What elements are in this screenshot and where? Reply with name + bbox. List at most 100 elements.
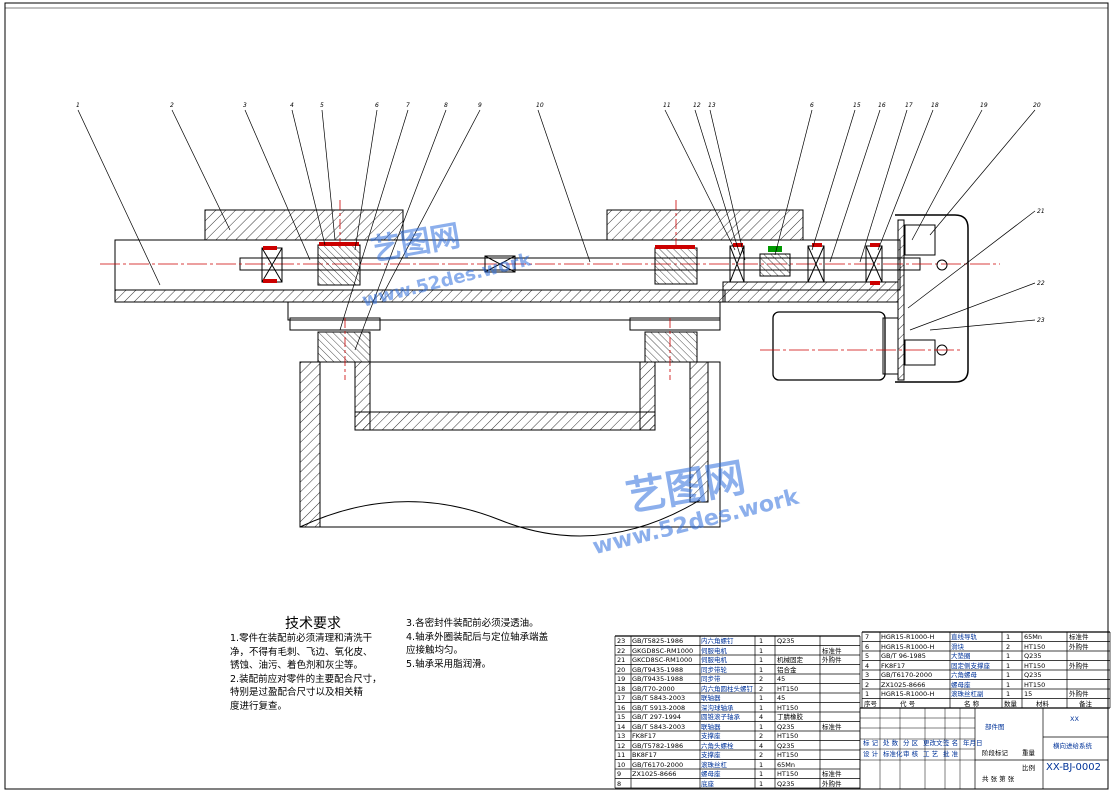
bom-cell: 1	[759, 646, 764, 655]
bom-cell: 机械固定	[777, 656, 803, 664]
bom-cell: 备注	[1079, 699, 1092, 708]
tech-requirements-title: 技术要求	[285, 616, 341, 632]
callout-number: 10	[536, 102, 544, 109]
bom-cell: GB/T 297-1994	[632, 713, 682, 721]
bom-cell: 45	[777, 675, 786, 683]
bom-cell: 2	[865, 680, 870, 689]
bom-cell: 标准件	[1069, 633, 1089, 641]
bom-cell: 滑块	[951, 642, 964, 651]
bom-cell: 名 称	[964, 699, 980, 708]
bom-cell: 批 准	[943, 750, 959, 758]
bom-cell: 2	[759, 751, 764, 759]
bom-cell: 审 核	[903, 750, 919, 758]
seal-marks	[263, 242, 880, 285]
bom-cell: 1	[759, 694, 764, 702]
servo-motor	[760, 311, 960, 381]
bom-cell: 直线导轨	[951, 633, 977, 641]
bom-cell: 固定侧支撑座	[951, 661, 990, 670]
callout-number: 19	[980, 102, 988, 109]
callout-number: 23	[1037, 317, 1045, 324]
bom-cell: 伺服电机	[701, 656, 727, 664]
bom-cell: 1	[1006, 690, 1011, 698]
bom-cell: 1	[1006, 671, 1011, 679]
tech-requirement-line: 锈蚀、油污、着色剂和灰尘等。	[230, 660, 364, 671]
bom-table	[614, 631, 1111, 790]
bom-cell: 圆锥滚子轴承	[701, 713, 740, 721]
bom-cell: HGR15-R1000-H	[881, 690, 935, 698]
bom-cell: 铝合金	[777, 665, 797, 674]
tech-requirement-line: 应接触均匀。	[406, 645, 464, 656]
bom-cell: 同步带	[701, 675, 721, 683]
callout-number: 6	[810, 102, 814, 109]
bom-cell: FK8F17	[632, 732, 657, 740]
bom-cell: 支撑座	[701, 732, 721, 740]
leader-lines	[77, 109, 1036, 351]
bom-cell: 材料	[1036, 699, 1049, 708]
bom-cell: GB/T9435-1988	[632, 675, 684, 683]
bom-cell: HT150	[1024, 642, 1046, 651]
bom-cell: HT150	[777, 732, 799, 740]
bom-cell: 1	[759, 779, 764, 788]
bom-cell: 3	[865, 671, 870, 679]
bom-cell: 支撑座	[701, 751, 721, 759]
bom-cell: 11	[617, 751, 626, 759]
bom-cell: 18	[617, 684, 626, 693]
bom-cell: 内六角圆柱头螺钉	[701, 684, 753, 693]
bom-cell: 大垫圈	[951, 652, 971, 660]
bom-cell: GB/T70-2000	[632, 684, 675, 693]
bom-cell: 65Mn	[777, 760, 795, 769]
bom-cell: 21	[617, 656, 626, 664]
bom-cell: 2	[759, 684, 764, 693]
callout-number: 1	[76, 102, 80, 109]
ball-screw	[100, 244, 1000, 286]
bom-cell: HT150	[1024, 680, 1046, 689]
bom-cell: 2	[759, 732, 764, 740]
bom-cell: 20	[617, 665, 626, 674]
bom-cell: 设 计	[863, 750, 879, 758]
pulley-housing	[895, 214, 969, 383]
bom-cell: 4	[759, 713, 764, 721]
bom-cell: 标准件	[822, 722, 842, 731]
bom-cell: 1	[759, 770, 764, 778]
bom-cell: 序号	[864, 699, 877, 708]
bom-cell: 5	[865, 652, 870, 660]
bom-cell: 比例	[1022, 764, 1035, 772]
bom-cell: 深沟球轴承	[701, 703, 734, 712]
bom-cell: GB/T 96-1985	[881, 652, 926, 660]
tech-requirement-line: 特别是过盈配合尺寸以及相关精	[230, 687, 364, 698]
bom-cell: 14	[617, 722, 626, 731]
tech-requirement-line: 净，不得有毛刺、飞边、氧化皮、	[230, 646, 373, 658]
callout-number: 20	[1033, 102, 1041, 109]
bom-cell: 65Mn	[1024, 633, 1042, 641]
bom-cell: HT150	[777, 703, 799, 712]
base-frame	[114, 209, 901, 537]
bom-cell: HGR15-R1000-H	[881, 633, 935, 641]
bom-cell: 1	[759, 760, 764, 769]
tech-requirement-line: 3.各密封件装配前必须浸透油。	[406, 618, 539, 629]
bom-cell: 螺母座	[951, 680, 971, 689]
bom-cell: 1	[759, 722, 764, 731]
bom-cell: HT150	[777, 684, 799, 693]
callout-number: 15	[853, 102, 861, 109]
tech-requirement-line: 1.零件在装配前必须清理和清洗干	[230, 633, 373, 644]
bom-cell: GB/T 5913-2008	[632, 703, 686, 712]
callout-number: 4	[290, 102, 294, 109]
callout-number: 3	[243, 102, 247, 109]
bom-cell: HGR15-R1000-H	[881, 642, 935, 651]
bom-cell: 1	[1006, 661, 1011, 670]
bom-cell: 阶段标记	[982, 749, 1008, 757]
bom-cell: ZX1025-8666	[632, 770, 677, 778]
bom-cell: 16	[617, 703, 626, 712]
bom-cell: 滚珠丝杠	[701, 760, 727, 769]
bom-cell: HT150	[777, 770, 799, 778]
bom-cell: 1	[759, 703, 764, 712]
bom-cell: 处 数	[883, 739, 899, 747]
bom-cell: 丁腈橡胶	[777, 713, 803, 721]
bom-cell: 标准件	[822, 646, 842, 655]
bom-cell: ZX1025-8666	[881, 680, 926, 689]
bom-cell: 标准化	[883, 750, 903, 758]
bom-cell: HT150	[777, 751, 799, 759]
bom-cell: 2	[1006, 642, 1011, 651]
